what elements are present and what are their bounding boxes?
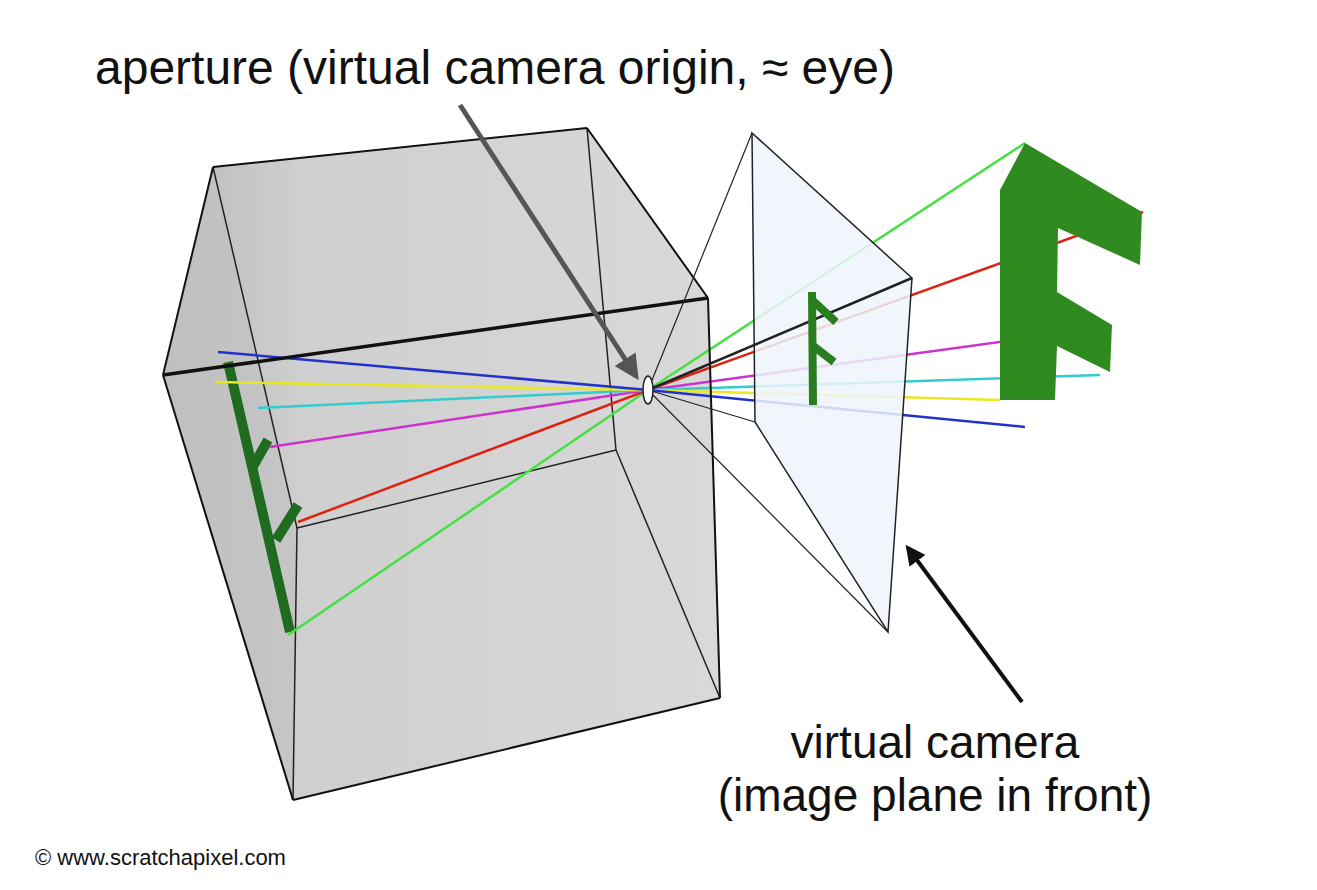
camera-hidden-edges bbox=[213, 128, 720, 800]
copyright-note: © www.scratchapixel.com bbox=[35, 845, 286, 870]
light-rays bbox=[215, 143, 1143, 635]
inverted-f-image bbox=[228, 362, 298, 632]
callout-label: virtual camera (image plane in front) bbox=[715, 716, 1155, 822]
aperture bbox=[643, 376, 653, 404]
camera-edges bbox=[163, 128, 720, 800]
small-f-image bbox=[812, 292, 836, 405]
object-f bbox=[1000, 143, 1142, 400]
callout-label: aperture (virtual camera origin, ≈ eye) bbox=[95, 40, 895, 95]
camera-back-wall bbox=[163, 167, 297, 800]
leader-arrow bbox=[908, 548, 1022, 702]
leader-arrow bbox=[460, 105, 636, 376]
view-frustum bbox=[648, 133, 912, 632]
image-plane bbox=[752, 133, 912, 632]
camera-box bbox=[163, 128, 720, 800]
